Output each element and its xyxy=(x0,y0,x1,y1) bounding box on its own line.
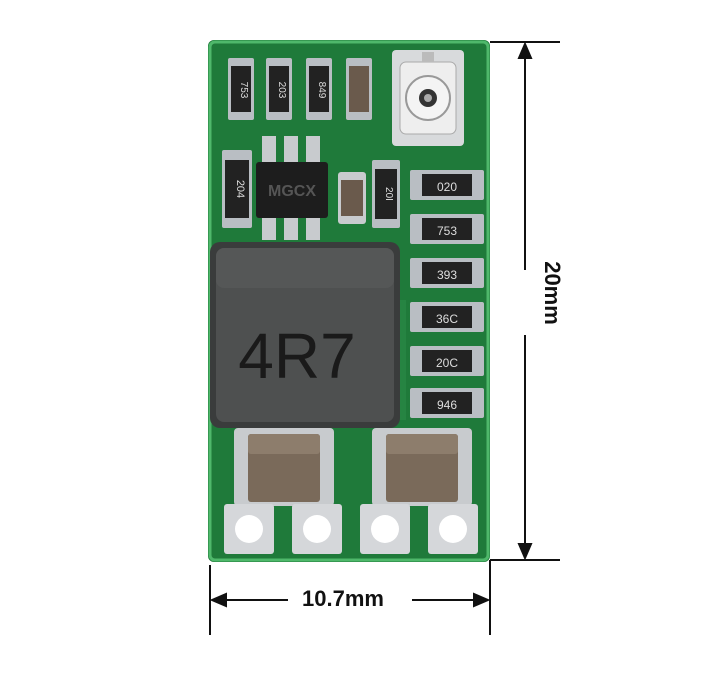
right-resistors: 020 753 393 36C 20C 946 xyxy=(410,170,484,418)
small-capacitor xyxy=(338,172,366,224)
height-dimension-label: 20mm xyxy=(539,249,565,337)
top-resistors: 753 203 849 xyxy=(228,58,372,120)
svg-text:753: 753 xyxy=(238,82,249,99)
resistor-204: 204 xyxy=(222,150,252,228)
svg-text:203: 203 xyxy=(276,82,287,99)
resistor-20I: 20I xyxy=(372,160,400,228)
dimension-lines xyxy=(209,41,560,635)
svg-text:20I: 20I xyxy=(383,187,394,201)
inductor: 4R7 xyxy=(210,242,400,428)
bottom-capacitors xyxy=(234,428,472,506)
ic-marking: MGCX xyxy=(268,183,316,200)
inductor-marking: 4R7 xyxy=(238,320,355,392)
svg-text:753: 753 xyxy=(437,224,457,238)
svg-text:946: 946 xyxy=(437,398,457,412)
svg-text:849: 849 xyxy=(316,82,327,99)
svg-text:020: 020 xyxy=(437,180,457,194)
svg-text:20C: 20C xyxy=(436,356,458,370)
solder-pads xyxy=(224,504,478,554)
ic-chip: MGCX xyxy=(256,136,328,240)
trimmer-potentiometer xyxy=(392,50,464,146)
svg-text:36C: 36C xyxy=(436,312,458,326)
svg-text:204: 204 xyxy=(234,180,246,198)
width-dimension-label: 10.7mm xyxy=(296,586,390,612)
svg-text:393: 393 xyxy=(437,268,457,282)
